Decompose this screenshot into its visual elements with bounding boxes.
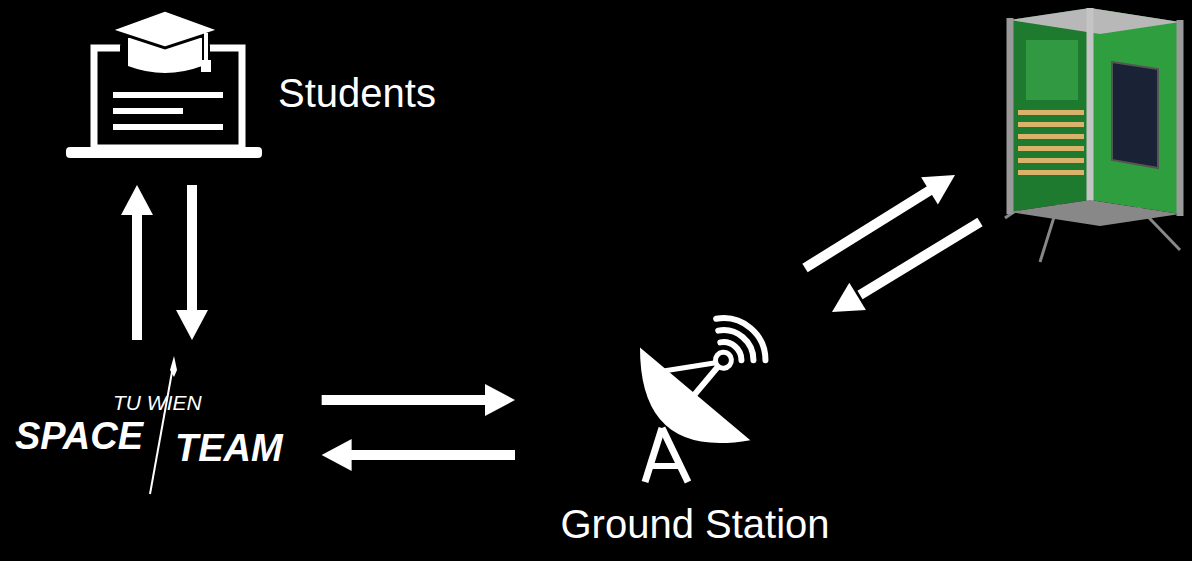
flow-arrow [121,185,153,340]
logo-small-text: TU WIEN [113,391,202,415]
cubesat-side-face [1010,8,1090,212]
frame-rail [1087,8,1094,202]
dish-feed [712,349,735,372]
logo-node: TU WIENSPACE TEAM [15,355,287,495]
dish-feed-arm [684,363,721,407]
side-panel [1026,40,1078,100]
laptop-base [66,147,262,158]
dish-antenna-icon [612,282,805,482]
signal-wave [716,307,775,360]
cap-tassel [204,33,208,62]
laptop-icon [66,10,262,158]
dish-leg [645,428,662,482]
rocket-logo [150,356,177,494]
arrow-shaft [187,185,197,312]
cubesat-top-face [1010,8,1180,34]
text-line [113,108,183,114]
arrow-head [485,384,515,416]
solar-cell [1112,62,1158,168]
arrow-head [121,185,153,215]
dish-crossbar [650,463,683,469]
arrow-shaft [322,395,487,405]
pcb-stack [1018,110,1084,175]
text-line [113,92,223,98]
cap-tassel-end [201,60,211,72]
cubesat-bottom [1010,200,1180,226]
logo-word: TEAM [175,427,283,471]
text-line [113,124,223,130]
station-label: Ground Station [560,501,829,547]
actor-label: Students [278,70,436,116]
rocket-trail [150,372,172,494]
arrow-head [322,439,352,471]
cubesat-front-face [1090,8,1180,214]
flow-arrow [176,185,208,340]
actor-node: Ground Station [530,305,860,557]
flow-arrow [322,384,515,416]
logo-word: SPACE [15,415,143,459]
graduation-cap-board [110,10,220,48]
frame-rail [1177,20,1184,216]
signal-wave [720,337,745,360]
uplink-arrow-head [921,175,955,204]
dish-feed-strut [662,336,722,397]
cubesat-illustration [1005,8,1180,262]
arrow-shaft [350,450,515,460]
uplink-arrow-shaft [805,189,932,268]
downlink-arrow-shaft [860,222,980,295]
flow-arrow [322,439,515,471]
downlink-arrow-head [832,283,866,312]
actor-node: Students [60,8,470,170]
frame-rail [1007,18,1014,214]
arrow-shaft [132,213,142,340]
radio-link-arrows [805,175,980,312]
rocket-body [170,356,177,377]
arrow-head [176,310,208,340]
